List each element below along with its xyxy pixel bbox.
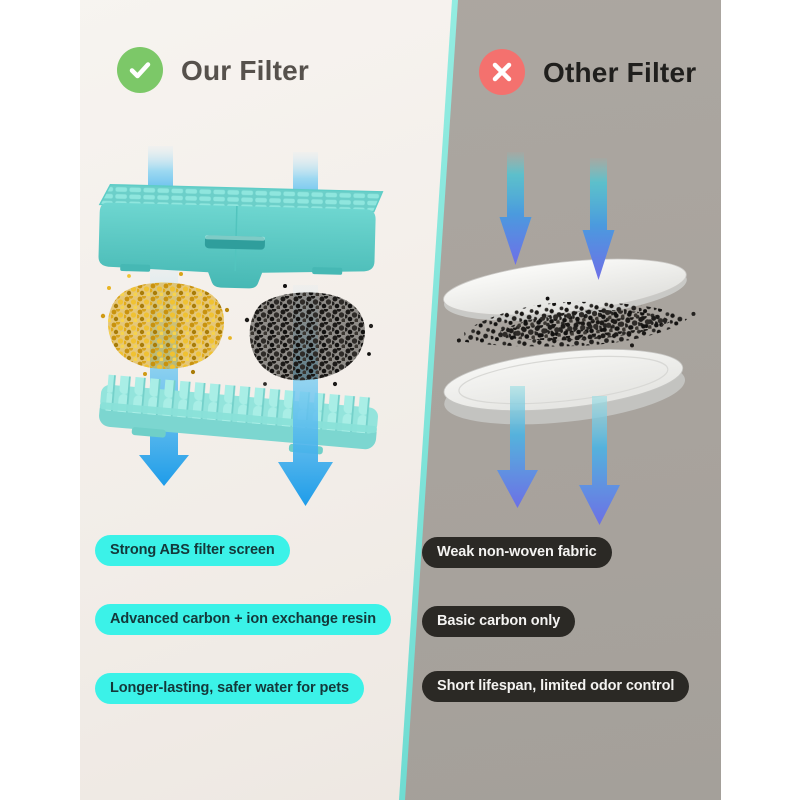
down-arrow-icon xyxy=(278,285,333,506)
x-icon xyxy=(479,49,525,95)
left-panel-title: Our Filter xyxy=(181,55,310,86)
drawback-pill-basic-carbon: Basic carbon only xyxy=(422,606,576,637)
check-glyph xyxy=(129,62,151,79)
down-arrow-icon xyxy=(579,396,620,525)
other-filter-illustration xyxy=(443,152,696,525)
fabric-disc-bottom xyxy=(443,349,686,425)
resin-granules xyxy=(100,272,232,376)
drawback-pill-weak-fabric: Weak non-woven fabric xyxy=(422,537,612,568)
carbon-granules xyxy=(244,284,374,387)
down-arrow-icon xyxy=(499,152,532,265)
down-arrow-icon xyxy=(582,158,615,280)
right-panel-title: Other Filter xyxy=(543,57,697,88)
our-filter-illustration xyxy=(98,146,384,506)
down-arrow-icon xyxy=(497,386,538,508)
carbon-scatter xyxy=(456,296,696,348)
x-glyph xyxy=(492,62,512,82)
drawback-pill-short-lifespan: Short lifespan, limited odor control xyxy=(422,671,690,702)
filter-screen xyxy=(99,374,378,455)
check-icon xyxy=(117,47,163,93)
feature-pill-abs-screen: Strong ABS filter screen xyxy=(95,535,290,566)
filter-housing xyxy=(98,183,384,289)
feature-pill-longer-lasting: Longer-lasting, safer water for pets xyxy=(95,673,364,704)
feature-pill-advanced-carbon: Advanced carbon + ion exchange resin xyxy=(95,604,391,635)
